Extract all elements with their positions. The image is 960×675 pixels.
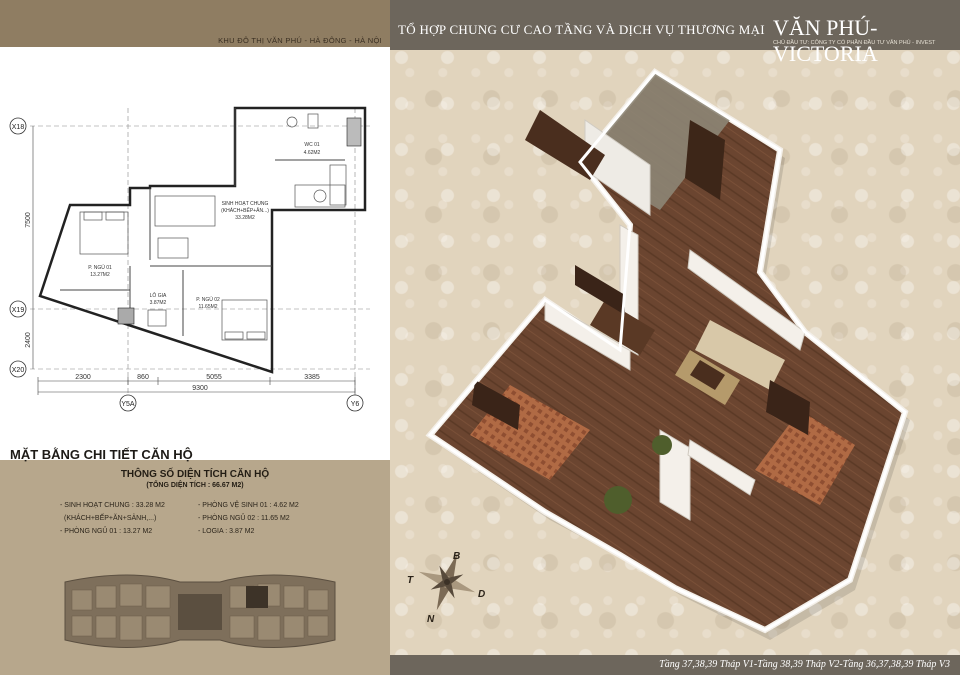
project-subtitle: TỔ HỢP CHUNG CƯ CAO TẦNG VÀ DỊCH VỤ THƯƠ… — [398, 22, 765, 37]
compass-east: D — [478, 589, 485, 600]
section-title: MẶT BẰNG CHI TIẾT CĂN HỘ — [10, 447, 193, 462]
room-sublabel-living: (KHÁCH+BẾP+ĂN...) — [221, 207, 269, 214]
specs-total-area: (TỔNG DIỆN TÍCH : 66.67 M2) — [146, 482, 244, 489]
project-header-bar — [390, 0, 960, 50]
floor-availability: Tầng 37,38,39 Tháp V1-Tầng 38,39 Tháp V2… — [659, 659, 950, 670]
room-area-bedroom1: 13.27M2 — [90, 272, 110, 278]
room-area-living: 33.28M2 — [235, 215, 255, 221]
furniture-sketches — [79, 113, 347, 341]
dim-5055: 5055 — [206, 374, 222, 381]
compass-south: N — [427, 614, 435, 625]
grid-marker-x18 — [9, 117, 27, 135]
room-area-loggia: 3.87M2 — [150, 300, 167, 306]
dim-860: 860 — [137, 374, 149, 381]
building-key-plan — [64, 574, 336, 648]
floor-plan-drawing: X18 X19 X20 Y5A Y6 2300 860 5055 3385 93… — [9, 106, 370, 412]
grid-label-y5a: Y5A — [121, 401, 135, 408]
spec-loggia: - LOGIA : 3.87 M2 — [198, 528, 255, 535]
spec-living-detail: (KHÁCH+BẾP+ĂN+SẢNH,...) — [64, 515, 157, 522]
dim-9300: 9300 — [192, 385, 208, 392]
investor-line: CHỦ ĐẦU TƯ: CÔNG TY CỔ PHẦN ĐẦU TƯ VĂN P… — [773, 40, 936, 46]
dim-2300: 2300 — [75, 374, 91, 381]
room-label-living: SINH HOẠT CHUNG — [222, 201, 269, 207]
room-area-wc: 4.62M2 — [304, 150, 321, 156]
sofa — [695, 320, 785, 390]
grid-label-x18: X18 — [12, 124, 25, 131]
plant — [652, 435, 672, 455]
specs-title: THÔNG SỐ DIỆN TÍCH CĂN HỘ — [120, 469, 270, 480]
compass-rose-icon: B D N T — [407, 551, 485, 625]
grid-marker-x20 — [9, 360, 27, 378]
dim-2400: 2400 — [25, 332, 32, 348]
room-label-bedroom2: P. NGỦ 02 — [196, 296, 220, 303]
apartment-highlight — [246, 586, 268, 608]
spec-bedroom2: - PHÒNG NGỦ 02 : 11.65 M2 — [198, 515, 290, 522]
footer-bar — [390, 655, 960, 675]
spec-bedroom1: - PHÒNG NGỦ 01 : 13.27 M2 — [60, 528, 153, 535]
dim-3385: 3385 — [304, 374, 320, 381]
spec-living: - SINH HOẠT CHUNG : 33.28 M2 — [60, 502, 165, 509]
compass-west: T — [407, 575, 414, 586]
room-label-loggia: LÔ GIA — [150, 292, 167, 299]
grid-label-y6: Y6 — [351, 401, 360, 408]
apartment-3d-render — [425, 68, 910, 640]
spec-wc: - PHÒNG VỆ SINH 01 : 4.62 M2 — [198, 502, 299, 509]
bed-bedroom2 — [755, 410, 855, 505]
location-label: KHU ĐÔ THỊ VĂN PHÚ - HÀ ĐÔNG - HÀ NỘI — [218, 36, 382, 45]
grid-label-x19: X19 — [12, 307, 25, 314]
left-header-band — [0, 0, 390, 47]
room-label-wc: WC 01 — [304, 142, 320, 148]
grid-label-x20: X20 — [12, 367, 25, 374]
room-label-bedroom1: P. NGỦ 01 — [88, 264, 112, 271]
coffee-table — [690, 360, 725, 390]
floor-plan-area: X18 X19 X20 Y5A Y6 2300 860 5055 3385 93… — [0, 47, 390, 460]
room-area-bedroom2: 11.65M2 — [198, 304, 217, 310]
project-name: VĂN PHÚ-VICTORIA — [773, 15, 878, 66]
dim-7500: 7500 — [25, 212, 32, 228]
wardrobe — [685, 120, 725, 200]
grid-marker-x19 — [9, 300, 27, 318]
plant — [604, 486, 632, 514]
compass-north: B — [453, 551, 460, 562]
grid-marker-y5a — [119, 394, 137, 412]
